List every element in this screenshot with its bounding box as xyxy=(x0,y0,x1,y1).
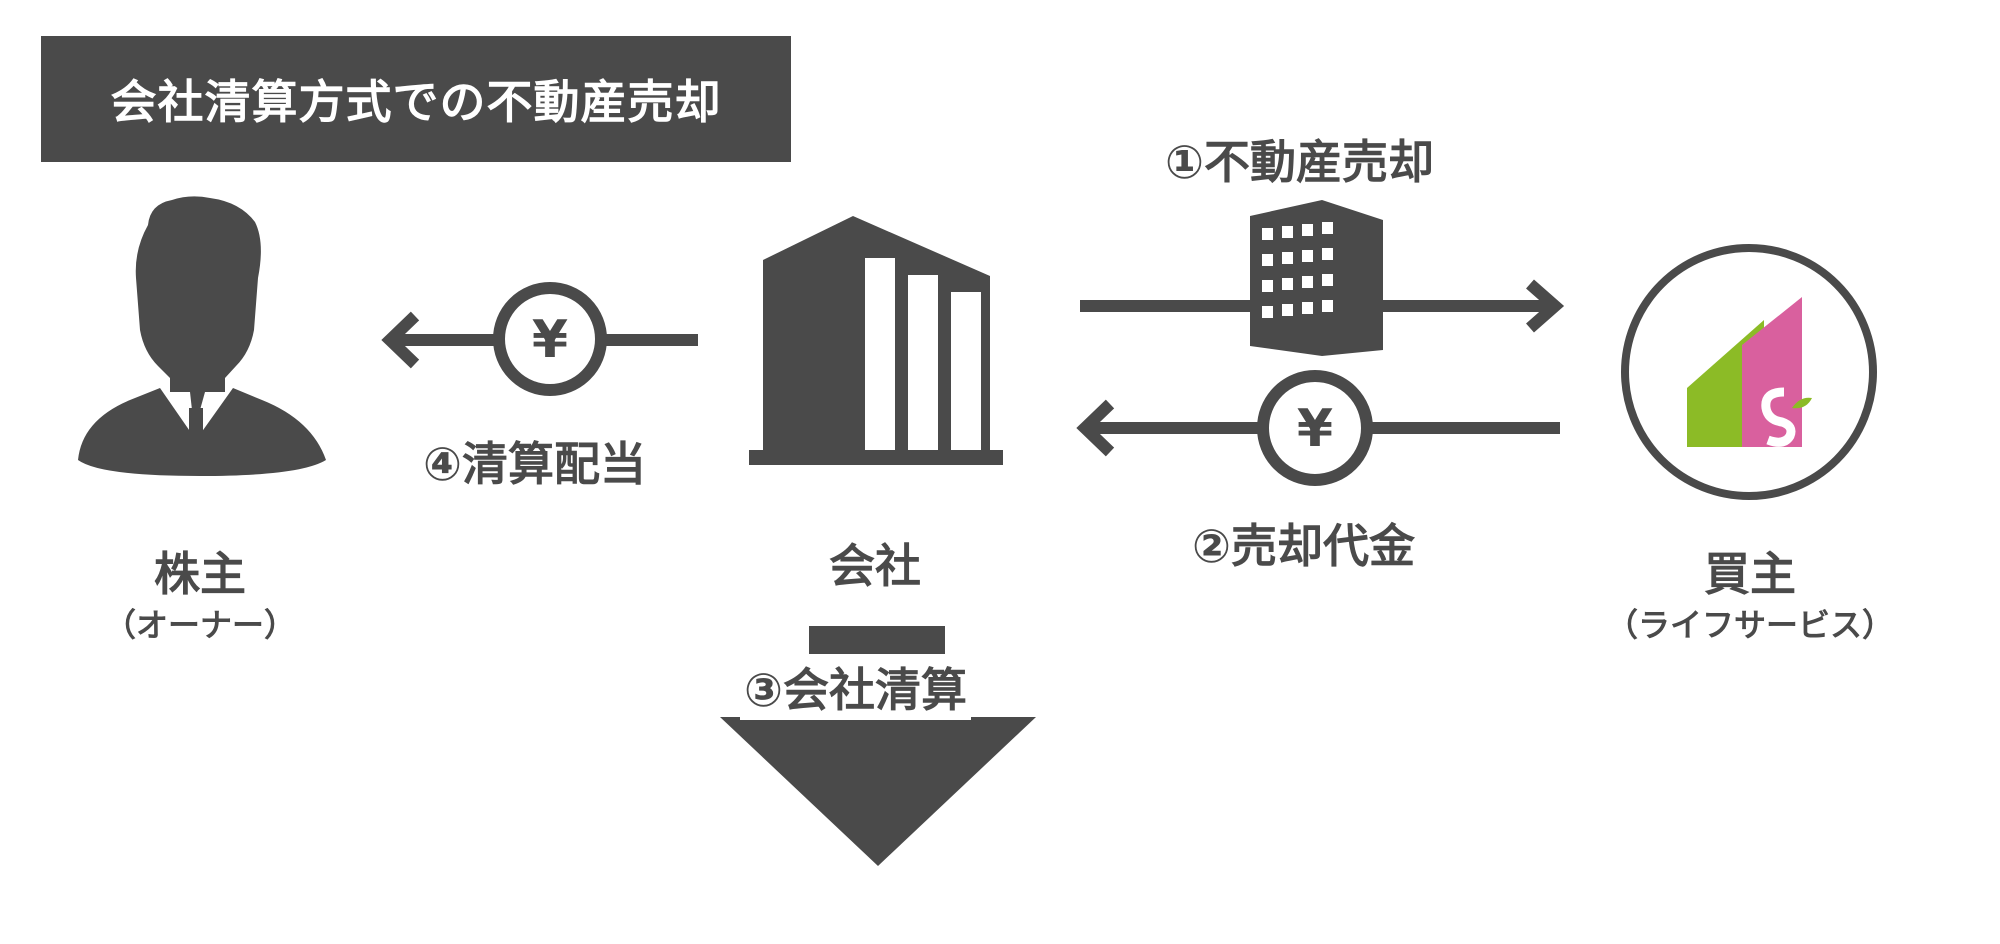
yen-coin-icon xyxy=(493,282,607,396)
office-building-icon xyxy=(1250,200,1383,356)
buyer-logo-icon xyxy=(1621,244,1877,500)
title-bar: 会社清算方式での不動産売却 xyxy=(41,36,791,162)
dividend-arrow: ¥ xyxy=(381,282,698,396)
payment-arrow: ¥ xyxy=(1076,370,1560,486)
company-building-icon xyxy=(749,216,1003,465)
shareholder-name: 株主 xyxy=(154,547,246,601)
buyer-role: （ライフサービス） xyxy=(1605,606,1894,644)
step-1-label: ①不動産売却 xyxy=(1165,135,1434,189)
step-2-label: ②売却代金 xyxy=(1192,519,1415,573)
yen-symbol: ¥ xyxy=(532,310,568,370)
yen-coin-icon xyxy=(1257,370,1373,486)
buyer-name: 買主 xyxy=(1704,547,1796,601)
step-4-label: ④清算配当 xyxy=(423,437,646,491)
yen-symbol: ¥ xyxy=(1297,399,1333,459)
shareholder-role: （オーナー） xyxy=(103,606,296,644)
person-icon xyxy=(78,196,326,476)
page-title: 会社清算方式での不動産売却 xyxy=(110,75,722,129)
company-name: 会社 xyxy=(829,539,921,593)
step-3-label: ③会社清算 xyxy=(740,654,971,720)
